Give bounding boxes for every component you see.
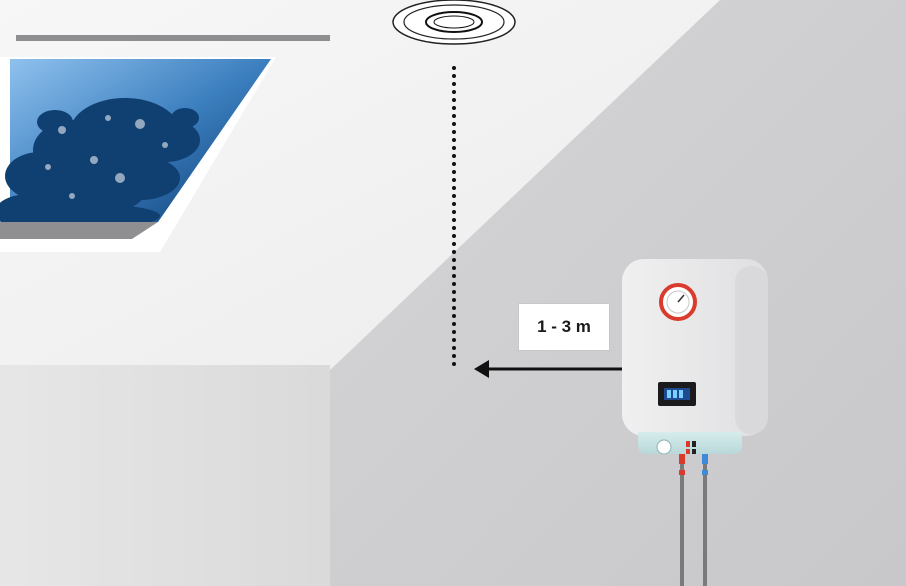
lower-wall-gradient (0, 365, 330, 586)
control-panel-icon (658, 382, 696, 406)
window-top-frame (16, 35, 330, 41)
status-light-dark (692, 441, 696, 447)
window-bottom-frame (0, 222, 158, 239)
right-wall (330, 0, 906, 586)
status-light-red (686, 441, 690, 447)
status-light-red-lower (686, 449, 690, 454)
smoke-detector-icon (392, 0, 516, 45)
boiler-side-shade (735, 266, 768, 434)
distance-label: 1 - 3 m (519, 304, 609, 350)
window-foliage-highlights (45, 115, 168, 199)
status-light-dark-lower (692, 449, 696, 454)
water-heater-icon (622, 259, 768, 586)
gauge-icon (659, 283, 697, 321)
roof-window (0, 35, 330, 252)
control-knob-icon (656, 439, 672, 455)
pipe-connections (679, 454, 708, 586)
